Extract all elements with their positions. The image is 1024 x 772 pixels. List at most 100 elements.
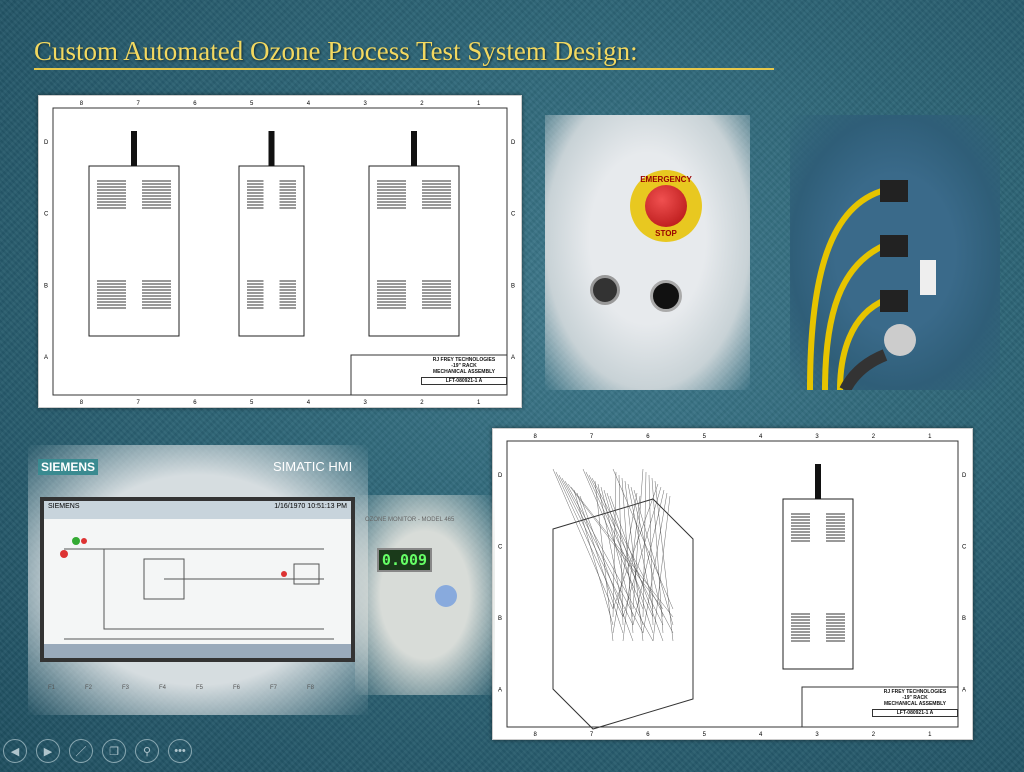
grid-row-label: D (511, 140, 516, 146)
grid-row-label: A (44, 355, 48, 361)
more-icon[interactable]: ••• (168, 739, 192, 763)
drawing-line (627, 483, 654, 610)
emergency-stop-button: EMERGENCY STOP (630, 170, 702, 242)
drawing-line (506, 440, 959, 728)
zoom-icon[interactable]: ⚲ (135, 739, 159, 763)
key-switch (590, 275, 620, 305)
grid-col-label: 5 (250, 400, 254, 406)
grid-col-label: 5 (250, 101, 254, 107)
drawing-line (350, 354, 508, 396)
title-block-number: LFT-080921-1 (445, 378, 478, 384)
grid-col-label: 7 (590, 732, 594, 738)
drawing-line (654, 480, 674, 642)
drawing-line (582, 468, 644, 610)
title-block-rev: A (929, 710, 934, 716)
drawing-line (597, 483, 624, 610)
process-diagram (60, 537, 334, 640)
next-icon[interactable]: ▶ (36, 739, 60, 763)
ozone-monitor-photo: OZONE MONITOR - MODEL 465 0.009 (355, 495, 495, 695)
slide-title: Custom Automated Ozone Process Test Syst… (34, 36, 638, 66)
drawing-line (651, 477, 664, 634)
estop-label-bottom: STOP (655, 229, 677, 238)
ozone-reading-display: 0.009 (377, 548, 432, 572)
drawing-line (591, 477, 674, 634)
hmi-key-f3[interactable]: F3 (122, 685, 130, 691)
drawing-line (561, 477, 644, 634)
grid-col-label: 3 (815, 732, 819, 738)
grid-col-label: 2 (420, 400, 424, 406)
drawing-line (815, 464, 821, 499)
title-block-number: LFT-080921-1 (896, 710, 929, 716)
hmi-date: 1/16/1970 (274, 503, 306, 510)
grid-col-label: 6 (193, 400, 197, 406)
grid-row-label: D (498, 473, 503, 479)
hmi-model: SIMATIC HMI (273, 459, 353, 474)
grid-col-label: 6 (646, 434, 650, 440)
grid-row-label: B (511, 283, 515, 289)
reset-button (650, 280, 682, 312)
drawing-line (642, 471, 647, 618)
hmi-screen-brand: SIEMENS (48, 503, 80, 510)
drawing-line (368, 165, 460, 337)
grid-row-label: D (44, 140, 49, 146)
drawing-line (652, 495, 671, 642)
drawing-line (633, 489, 674, 626)
title-block-subtitle: -19" RACK (451, 363, 477, 369)
grid-row-label: D (962, 473, 967, 479)
ozone-monitor-title: OZONE MONITOR - MODEL 465 (365, 517, 455, 523)
grid-col-label: 7 (136, 400, 140, 406)
grid-col-label: 6 (193, 101, 197, 107)
grid-row-label: A (498, 687, 502, 693)
drawing-line (630, 486, 664, 618)
grid-row-label: B (44, 283, 48, 289)
hmi-key-f8[interactable]: F8 (307, 685, 315, 691)
drawing-line (411, 131, 417, 166)
drawing-line (642, 492, 668, 634)
drawing-line (558, 474, 634, 626)
siemens-hmi-photo: SIEMENS SIMATIC HMI SIEMENS 1/16/1970 10… (28, 445, 368, 715)
grid-col-label: 4 (307, 400, 311, 406)
pen-icon[interactable]: ／ (69, 739, 93, 763)
title-block-company: RJ FREY TECHNOLOGIES (432, 357, 496, 363)
hmi-key-f7[interactable]: F7 (270, 685, 278, 691)
grid-row-label: C (44, 212, 49, 218)
drawing-line (612, 492, 638, 634)
grid-col-label: 2 (420, 101, 424, 107)
connectors-photo (790, 115, 1000, 390)
drawing-line (600, 486, 634, 618)
ozone-select-button[interactable] (435, 585, 457, 607)
drawing-line (648, 474, 654, 626)
hmi-key-f4[interactable]: F4 (159, 685, 167, 691)
drawing-line (622, 486, 662, 618)
hmi-screen: SIEMENS 1/16/1970 10:51:13 PM (40, 497, 355, 662)
drawing-line (579, 495, 634, 642)
drawing-line (609, 495, 664, 642)
hmi-key-f1[interactable]: F1 (48, 685, 56, 691)
drawing-line (552, 468, 614, 610)
drawing-line (606, 492, 654, 634)
title-block-assembly: MECHANICAL ASSEMBLY (883, 701, 947, 707)
grid-row-label: A (511, 355, 515, 361)
drawing-line (52, 107, 508, 396)
drawing-line (603, 489, 644, 626)
grid-row-label: B (962, 616, 966, 622)
grid-col-label: 3 (363, 400, 367, 406)
drawing-line (622, 495, 641, 642)
hmi-key-f5[interactable]: F5 (196, 685, 204, 691)
hmi-key-f6[interactable]: F6 (233, 685, 241, 691)
estop-label-top: EMERGENCY (640, 175, 692, 184)
grid-col-label: 7 (136, 101, 140, 107)
grid-col-label: 4 (307, 101, 311, 107)
previous-icon[interactable]: ◀ (3, 739, 27, 763)
grid-col-label: 7 (590, 434, 594, 440)
grid-col-label: 2 (872, 434, 876, 440)
slideshow-toolbar: ◀ ▶ ／ ❐ ⚲ ••• (0, 739, 192, 769)
slides-icon[interactable]: ❐ (102, 739, 126, 763)
hmi-key-f2[interactable]: F2 (85, 685, 93, 691)
